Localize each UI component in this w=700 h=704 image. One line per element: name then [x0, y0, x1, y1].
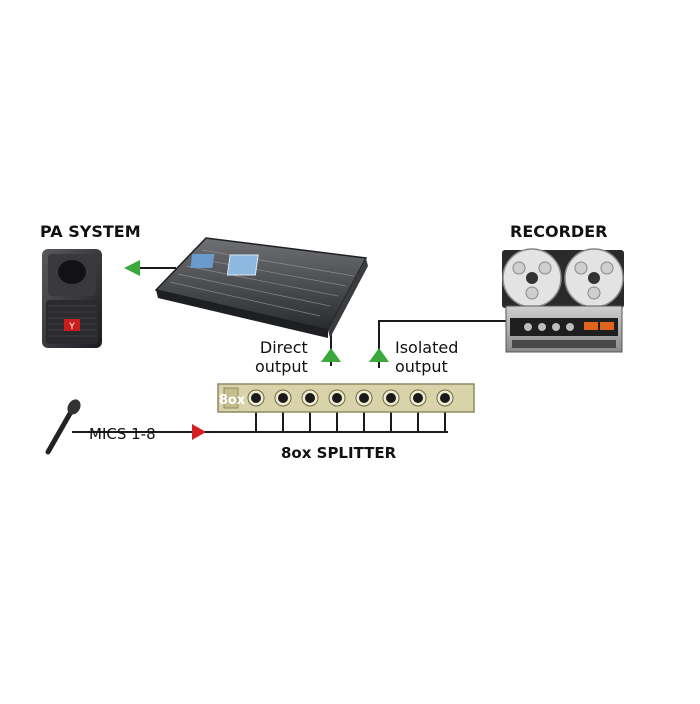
- pa-system-label: PA SYSTEM: [40, 222, 141, 241]
- isolated-output-label: Isolated output: [395, 338, 458, 376]
- microphone-icon: [45, 399, 81, 455]
- xlr-jack-socket: [278, 393, 288, 403]
- isolated-output-line1: Isolated: [395, 338, 459, 357]
- direct-output-label: Direct output: [255, 338, 308, 376]
- rack-splitter-icon: 8ox: [217, 383, 475, 413]
- xlr-jack-socket: [305, 393, 315, 403]
- xlr-jack-socket: [359, 393, 369, 403]
- xlr-jack-socket: [251, 393, 261, 403]
- direct-output-line2: output: [255, 357, 308, 376]
- splitter-badge: 8ox: [219, 393, 246, 408]
- xlr-jack-socket: [440, 393, 450, 403]
- pa-speaker-icon: Y: [42, 249, 102, 348]
- direct-output-line1: Direct: [259, 338, 308, 357]
- mixing-console-icon: [154, 237, 368, 338]
- arrow-to-pa: [124, 260, 140, 276]
- arrow-isolated-output: [369, 348, 389, 362]
- xlr-jack-socket: [413, 393, 423, 403]
- xlr-jack-socket: [332, 393, 342, 403]
- xlr-jack-socket: [386, 393, 396, 403]
- arrow-mics-in: [192, 424, 206, 440]
- reel-to-reel-recorder-icon: [502, 248, 624, 353]
- arrow-direct-output: [321, 348, 341, 362]
- recorder-label: RECORDER: [510, 222, 608, 241]
- splitter-label: 8ox SPLITTER: [281, 444, 397, 462]
- isolated-output-line2: output: [395, 357, 448, 376]
- svg-text:Y: Y: [68, 322, 75, 332]
- mics-label: MICS 1-8: [89, 425, 156, 443]
